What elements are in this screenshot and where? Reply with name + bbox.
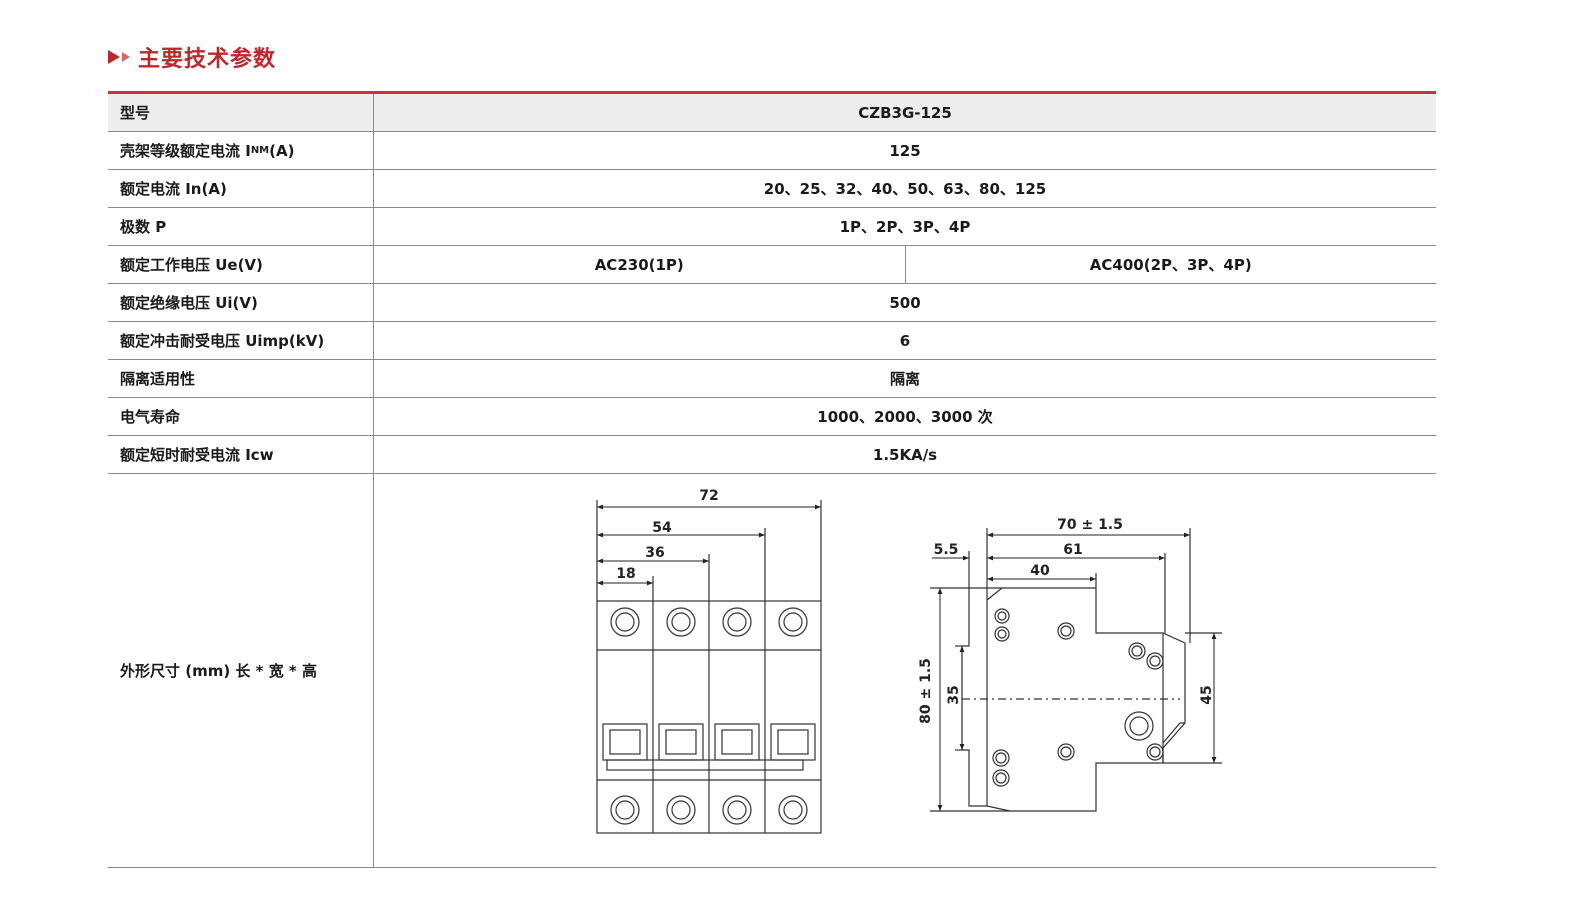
label-unit: (A) <box>269 141 295 160</box>
row-value: 1.5KA/s <box>872 445 938 464</box>
side-view <box>930 528 1222 812</box>
row-value-b: AC400(2P、3P、4P) <box>1089 256 1252 274</box>
row-label: 额定短时耐受电流 Icw <box>108 436 374 473</box>
section-heading: 主要技术参数 <box>108 40 276 74</box>
row-label: 额定绝缘电压 Ui(V) <box>108 284 374 321</box>
row-label: 型号 <box>108 94 374 131</box>
table-row-model: 型号 CZB3G-125 <box>108 94 1436 132</box>
dim-61: 61 <box>1063 542 1082 558</box>
table-row-short-time-current: 额定短时耐受电流 Icw 1.5KA/s <box>108 436 1436 474</box>
dim-40: 40 <box>1030 563 1050 579</box>
row-label: 外形尺寸 (mm) 长 * 宽 * 高 <box>108 474 374 867</box>
row-value: 1P、2P、3P、4P <box>839 218 971 236</box>
dim-5-5: 5.5 <box>934 542 959 558</box>
row-label: 额定冲击耐受电压 Uimp(kV) <box>108 322 374 359</box>
table-row-isolation: 隔离适用性 隔离 <box>108 360 1436 398</box>
section-title: 主要技术参数 <box>138 47 277 72</box>
row-value: 500 <box>889 293 921 312</box>
row-label: 极数 P <box>108 208 374 245</box>
dimension-drawing: 72 54 36 18 70 ± 1.5 61 40 5.5 80 ± 1.5 … <box>596 488 1222 834</box>
row-label: 额定工作电压 Ue(V) <box>108 246 374 283</box>
arrow-icon <box>108 50 120 64</box>
label-text: 壳架等级额定电流 I <box>120 142 251 160</box>
table-row-rated-current: 额定电流 In(A) 20、25、32、40、50、63、80、125 <box>108 170 1436 208</box>
table-row-insulation-voltage: 额定绝缘电压 Ui(V) 500 <box>108 284 1436 322</box>
row-value: 125 <box>889 141 921 160</box>
dim-54: 54 <box>652 520 672 536</box>
dim-18: 18 <box>616 566 635 582</box>
table-row-poles: 极数 P 1P、2P、3P、4P <box>108 208 1436 246</box>
table-row-operating-voltage: 额定工作电压 Ue(V) AC230(1P) AC400(2P、3P、4P) <box>108 246 1436 284</box>
dim-35: 35 <box>946 685 962 704</box>
row-label: 隔离适用性 <box>108 360 374 397</box>
table-row-dimensions: 外形尺寸 (mm) 长 * 宽 * 高 <box>108 474 1436 868</box>
dim-36: 36 <box>645 545 664 561</box>
dim-72: 72 <box>699 488 718 504</box>
row-value-a: AC230(1P) <box>374 246 906 283</box>
arrow-icon-small <box>122 52 130 62</box>
label-subscript: NM <box>250 145 270 156</box>
row-value: CZB3G-125 <box>858 103 952 122</box>
front-view <box>596 500 822 834</box>
dim-80: 80 ± 1.5 <box>918 658 934 724</box>
row-label: 电气寿命 <box>108 398 374 435</box>
row-label: 额定电流 In(A) <box>108 170 374 207</box>
table-row-electrical-life: 电气寿命 1000、2000、3000 次 <box>108 398 1436 436</box>
table-row-impulse-voltage: 额定冲击耐受电压 Uimp(kV) 6 <box>108 322 1436 360</box>
dimension-drawing-cell: 72 54 36 18 70 ± 1.5 61 40 5.5 80 ± 1.5 … <box>374 474 1436 867</box>
dim-45: 45 <box>1199 685 1215 704</box>
row-value: 隔离 <box>889 370 920 388</box>
row-value: 6 <box>899 331 911 350</box>
row-value: 20、25、32、40、50、63、80、125 <box>763 180 1047 198</box>
row-value: 1000、2000、3000 次 <box>817 408 993 426</box>
dim-70: 70 ± 1.5 <box>1057 517 1123 533</box>
